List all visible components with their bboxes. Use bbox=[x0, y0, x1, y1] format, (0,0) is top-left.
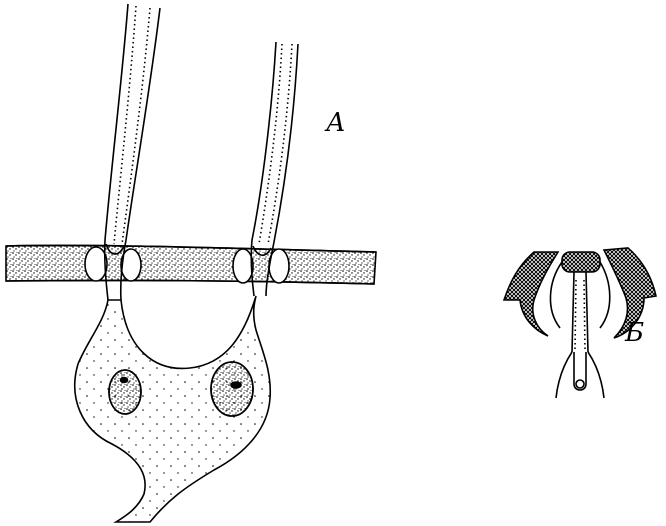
lower-tube bbox=[556, 352, 604, 398]
panel-a-drawing bbox=[6, 4, 376, 522]
top-cap bbox=[562, 252, 600, 272]
panel-a-label: А bbox=[326, 110, 346, 136]
panel-b-label: Б bbox=[625, 320, 644, 346]
central-stalk bbox=[572, 272, 588, 352]
nucleus-left bbox=[109, 370, 141, 414]
horizontal-fiber bbox=[6, 245, 376, 284]
nucleus-right bbox=[211, 362, 253, 416]
